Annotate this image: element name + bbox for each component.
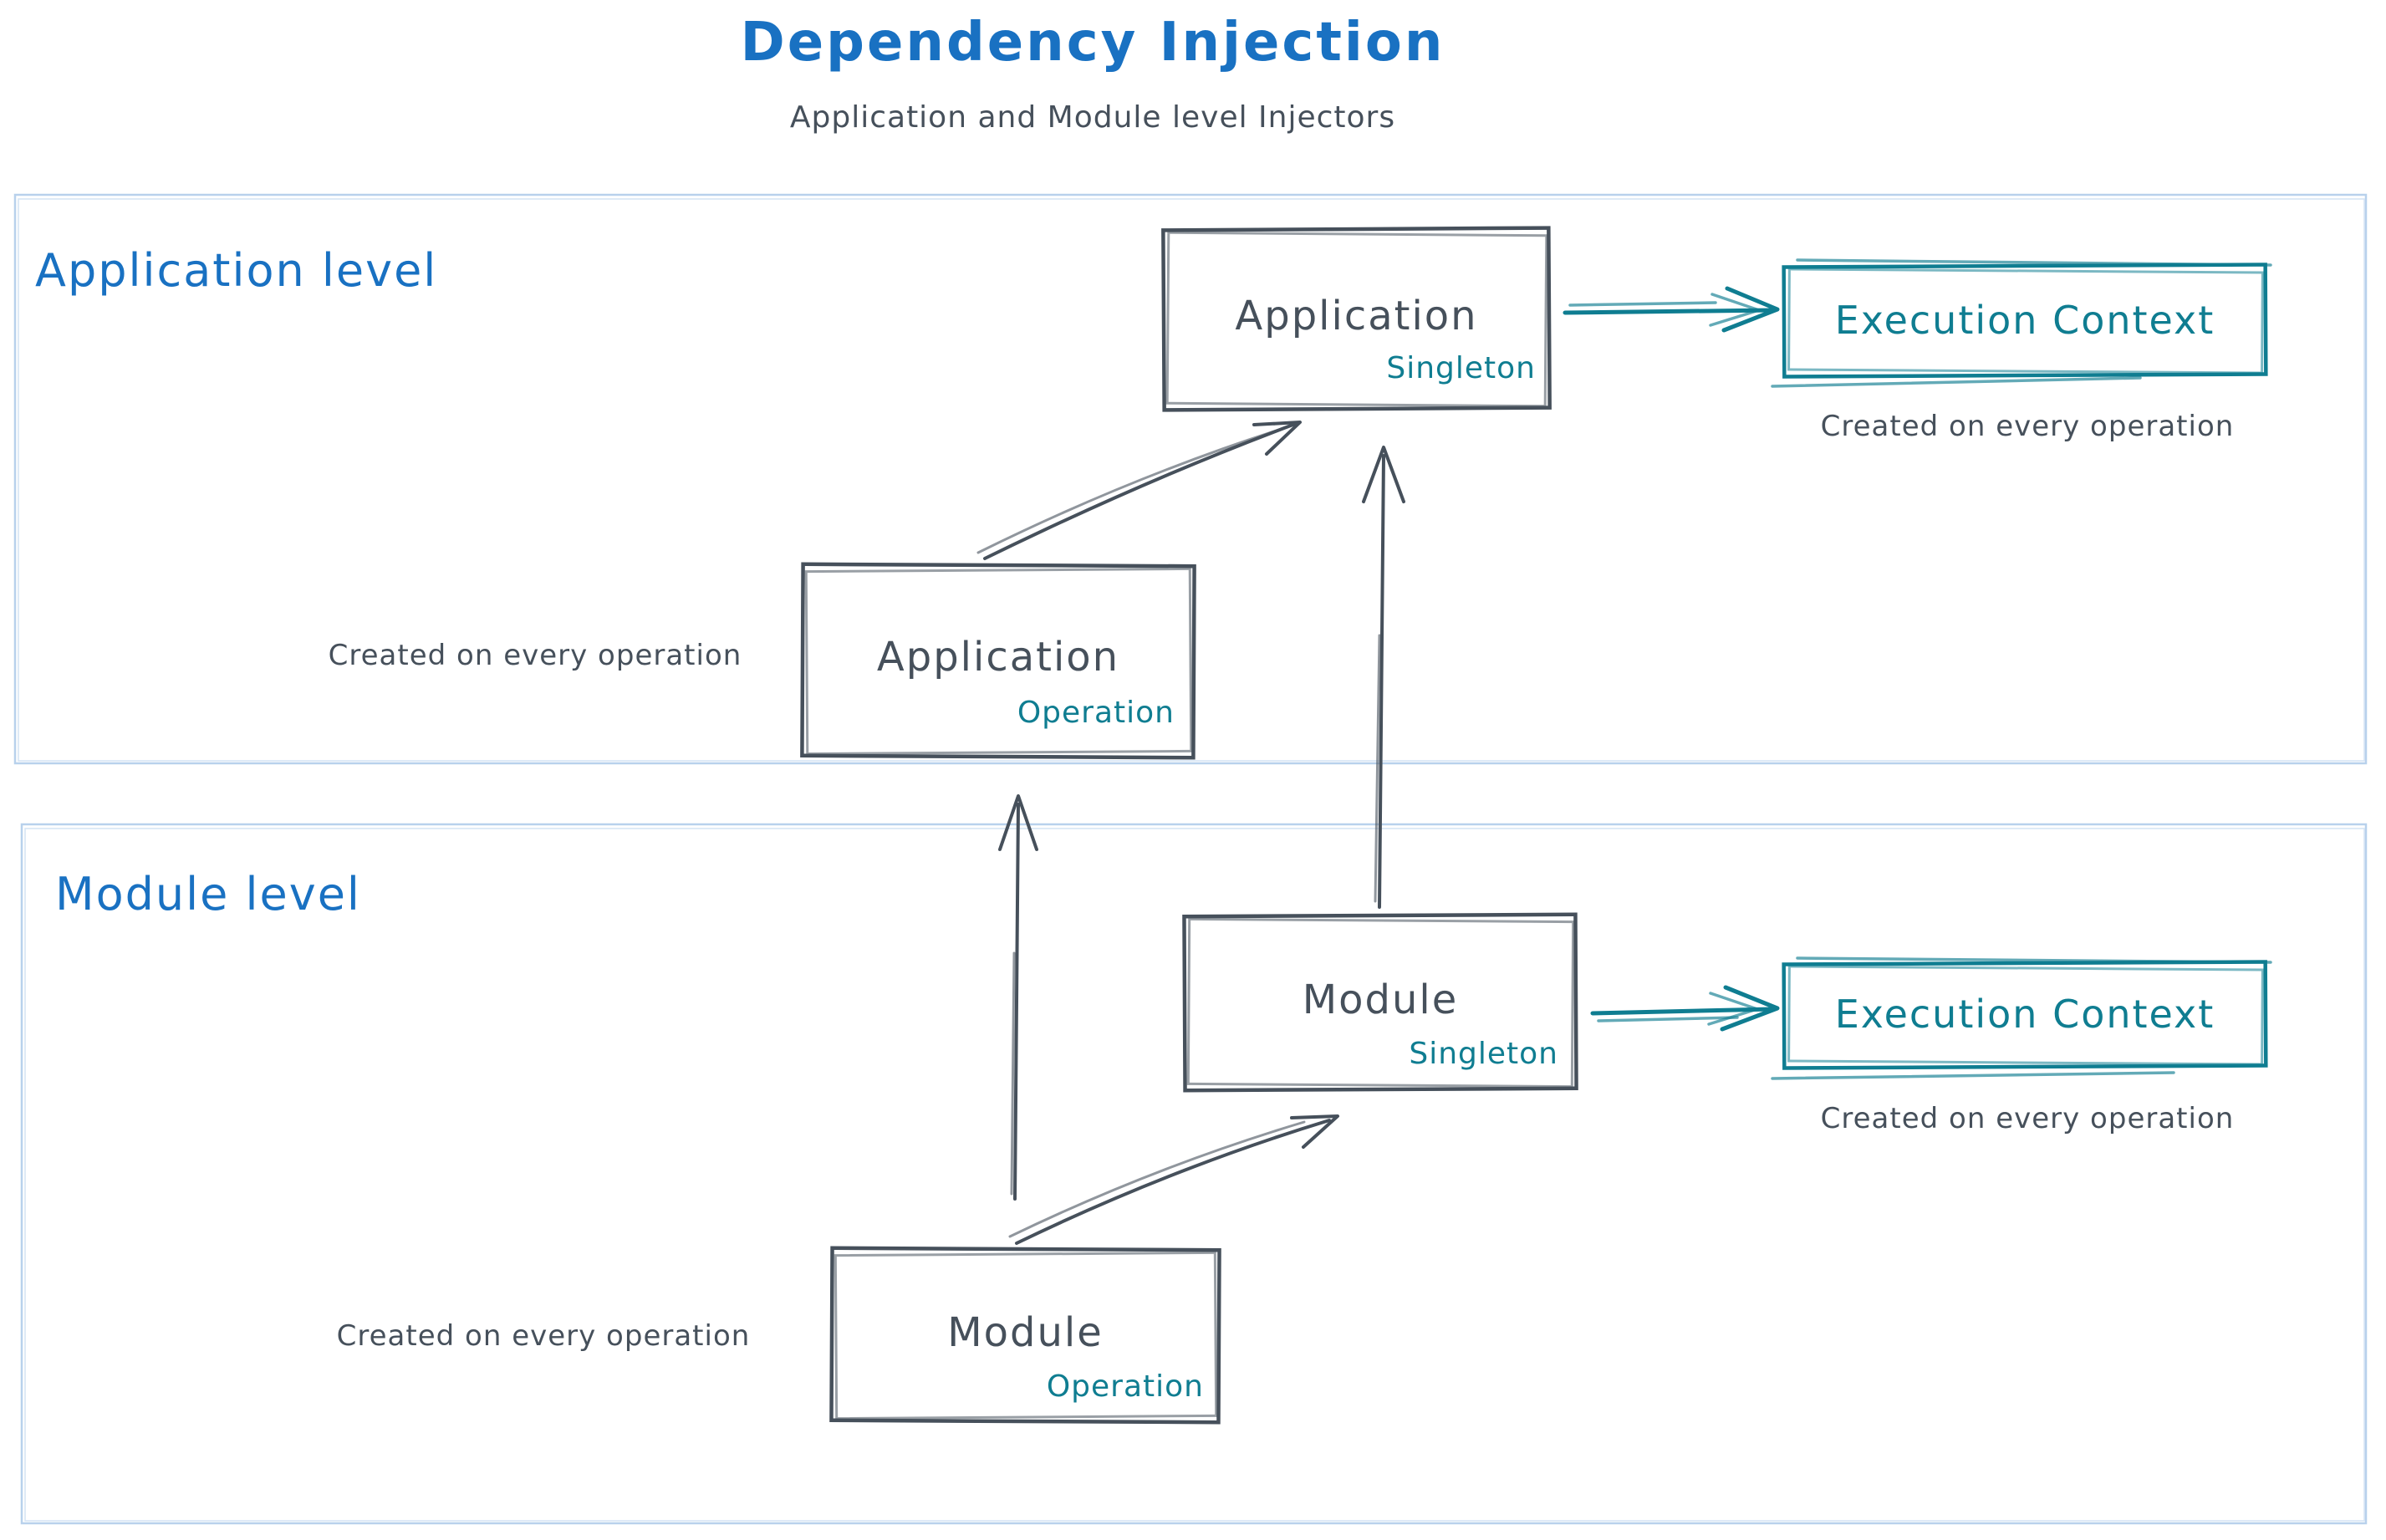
arrow-app-operation-to-app-singleton — [976, 421, 1302, 560]
arrow-module-singleton-to-execution-context — [1590, 985, 1780, 1032]
diagram-title: Dependency Injection — [740, 12, 1445, 74]
module-operation-title: Module — [947, 1309, 1104, 1356]
execution-context-box-application — [1771, 258, 2272, 388]
application-level-label: Application level — [35, 244, 438, 297]
execution-context-label-application: Execution Context — [1834, 298, 2215, 343]
app-operation-box — [800, 562, 1196, 760]
module-singleton-title: Module — [1302, 977, 1459, 1023]
caption-app-operation: Created on every operation — [328, 639, 742, 672]
app-singleton-scope: Singleton — [1386, 351, 1536, 385]
app-singleton-box — [1161, 226, 1552, 412]
module-level-label: Module level — [55, 868, 361, 920]
caption-execution-context-application: Created on every operation — [1820, 410, 2235, 443]
arrow-module-operation-to-module-singleton — [1008, 1114, 1339, 1245]
module-operation-scope: Operation — [1046, 1369, 1204, 1404]
execution-context-box-module — [1771, 956, 2272, 1080]
module-operation-box — [829, 1246, 1221, 1425]
diagram-subtitle: Application and Module level Injectors — [789, 100, 1396, 135]
module-singleton-box — [1182, 912, 1578, 1093]
caption-execution-context-module: Created on every operation — [1820, 1102, 2235, 1135]
caption-module-operation: Created on every operation — [336, 1319, 751, 1353]
app-operation-scope: Operation — [1017, 696, 1175, 730]
app-operation-title: Application — [876, 634, 1120, 681]
execution-context-label-module: Execution Context — [1834, 992, 2215, 1037]
application-level-container — [13, 193, 2368, 765]
app-singleton-title: Application — [1235, 293, 1478, 339]
module-level-container — [20, 823, 2368, 1525]
arrow-app-singleton-to-execution-context — [1563, 286, 1780, 333]
module-singleton-scope: Singleton — [1409, 1037, 1558, 1071]
arrow-module-operation-to-app-operation — [998, 794, 1038, 1201]
arrow-module-singleton-to-app-singleton — [1362, 446, 1405, 909]
